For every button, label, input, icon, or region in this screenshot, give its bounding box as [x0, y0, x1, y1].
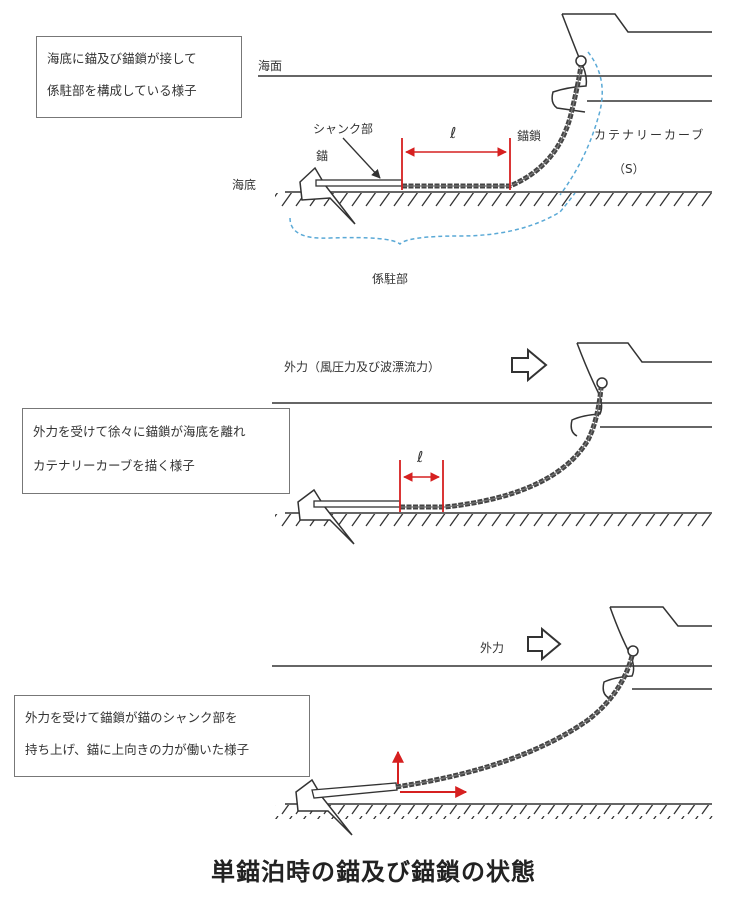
chain-3: [395, 655, 635, 790]
force-label-2: 外力（風圧力及び波漂流力）: [284, 360, 440, 374]
ship-hull-2: [570, 342, 712, 437]
note-3-line-1: 外力を受けて錨鎖が錨のシャンク部を: [25, 710, 238, 725]
hawse-pipe-1: [575, 55, 587, 67]
sea-surface-label: 海面: [258, 58, 282, 73]
figure-caption: 単錨泊時の錨及び錨鎖の状態: [211, 858, 536, 886]
force-label-3: 外力: [480, 641, 504, 655]
holding-dashed: [289, 192, 576, 246]
shank-3: [311, 782, 398, 799]
shank-1: [315, 179, 403, 187]
force-arrow-2: [511, 347, 548, 383]
seabed-hatch-1: [275, 193, 715, 207]
catenary-label: カテナリーカーブ: [594, 127, 705, 142]
seabed-label: 海底: [232, 177, 256, 192]
seabed-hatch-3: [275, 805, 715, 819]
panel-2: 外力（風圧力及び波漂流力） ℓ: [272, 342, 715, 545]
anchor-2: [297, 488, 355, 545]
force-arrow-3: [527, 626, 562, 662]
anchor-1: [299, 166, 356, 225]
note-1-line-1: 海底に錨及び錨鎖が接して: [47, 51, 197, 66]
hawse-pipe-3: [627, 645, 639, 657]
hawse-pipe-2: [596, 377, 608, 389]
holding-label: 係駐部: [372, 271, 408, 286]
anchor-label: 錨: [316, 149, 328, 163]
shank-arrow: [342, 137, 381, 179]
note-1-line-2: 係駐部を構成している様子: [47, 83, 197, 98]
panel-1: 海面 シャンク部 錨 海底 ℓ 錨鎖 カテナリーカーブ （S） 係駐部: [232, 13, 715, 286]
note-3-line-2: 持ち上げ、錨に上向きの力が働いた様子: [25, 742, 250, 757]
length-label-1: ℓ: [449, 124, 456, 142]
s-label: （S）: [613, 162, 645, 176]
anchor-3: [295, 778, 353, 836]
note-2-line-2: カテナリーカーブを描く様子: [33, 458, 195, 473]
chain-label: 錨鎖: [517, 128, 541, 143]
shank-label: シャンク部: [313, 121, 373, 136]
note-box-3: 外力を受けて錨鎖が錨のシャンク部を 持ち上げ、錨に上向きの力が働いた様子: [14, 695, 310, 777]
note-box-2: 外力を受けて徐々に錨鎖が海底を離れ カテナリーカーブを描く様子: [22, 408, 290, 494]
length-label-2: ℓ: [416, 448, 423, 466]
note-2-line-1: 外力を受けて徐々に錨鎖が海底を離れ: [33, 424, 246, 439]
seabed-hatch-2: [275, 514, 715, 528]
ship-hull-3: [602, 606, 712, 699]
panel-3: 外力: [272, 606, 715, 836]
catenary-dashed: [559, 51, 603, 196]
chain-2: [400, 387, 604, 510]
chain-1: [402, 65, 584, 189]
shank-2: [313, 500, 401, 508]
note-box-1: 海底に錨及び錨鎖が接して 係駐部を構成している様子: [36, 36, 242, 118]
